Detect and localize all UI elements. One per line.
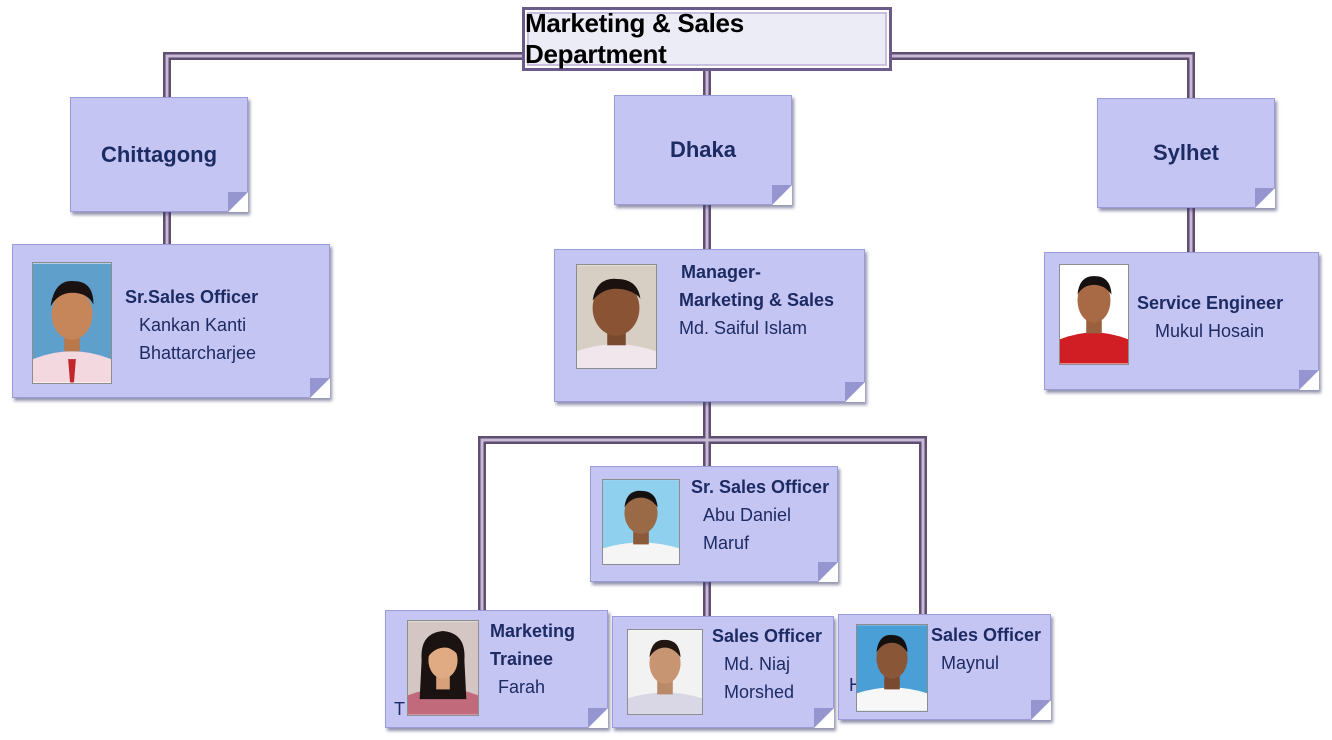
staff-card-sylhet-engineer: Service Engineer Mukul Hosain	[1044, 252, 1319, 390]
staff-role: Service Engineer	[1137, 293, 1284, 313]
staff-role-line2: Trainee	[490, 649, 554, 669]
staff-name: Md. Saiful Islam	[679, 318, 808, 338]
page-fold	[845, 382, 865, 402]
staff-role-line2: Marketing & Sales	[679, 290, 835, 310]
page-fold	[228, 192, 248, 212]
staff-photo	[32, 262, 112, 384]
person-photo-icon	[577, 265, 656, 368]
person-photo-icon	[628, 630, 702, 714]
branch-dhaka: Dhaka	[614, 95, 792, 205]
page-fold	[310, 378, 330, 398]
staff-name-line2: Maruf	[703, 533, 750, 553]
person-photo-icon	[603, 480, 679, 564]
staff-card-marketing-trainee: T Marketing Trainee Farah	[385, 610, 608, 728]
staff-text: Sr. Sales Officer Abu Daniel Maruf	[691, 473, 829, 557]
department-title-box: Marketing & Sales Department	[522, 7, 892, 71]
staff-card-chittagong-officer: Sr.Sales Officer Kankan Kanti Bhattarcha…	[12, 244, 330, 398]
staff-role: Sales Officer	[931, 625, 1042, 645]
staff-role: Sr. Sales Officer	[691, 477, 830, 497]
staff-photo	[602, 479, 680, 565]
staff-name-line2: Morshed	[724, 682, 795, 702]
page-fold	[1299, 370, 1319, 390]
staff-card-sales-officer-niaj: Sales Officer Md. Niaj Morshed	[612, 616, 834, 728]
staff-card-sales-officer-maynul: H Sales Officer Maynul	[838, 614, 1051, 720]
person-photo-icon	[1060, 265, 1128, 364]
staff-text: Sr.Sales Officer Kankan Kanti Bhattarcha…	[125, 283, 258, 367]
staff-name-line2: Bhattarcharjee	[139, 343, 257, 363]
staff-role-line1: Marketing	[490, 621, 576, 641]
branch-label-chittagong: Chittagong	[100, 141, 218, 167]
person-photo-icon	[857, 625, 927, 711]
staff-name-line1: Kankan Kanti	[139, 315, 247, 335]
branch-label-dhaka: Dhaka	[669, 137, 737, 162]
branch-sylhet: Sylhet	[1097, 98, 1275, 208]
stray-letter: T	[394, 699, 405, 719]
page-fold	[1031, 700, 1051, 720]
person-photo-icon	[408, 621, 478, 715]
staff-photo	[1059, 264, 1129, 365]
staff-role: Sales Officer	[712, 626, 823, 646]
staff-photo	[856, 624, 928, 712]
staff-name-line1: Abu Daniel	[703, 505, 792, 525]
page-fold	[772, 185, 792, 205]
staff-photo	[407, 620, 479, 716]
staff-name-line1: Md. Niaj	[724, 654, 791, 674]
branch-chittagong: Chittagong	[70, 97, 248, 212]
staff-card-dhaka-manager: Manager- Marketing & Sales Md. Saiful Is…	[554, 249, 865, 402]
staff-text: Sales Officer Maynul	[931, 621, 1041, 677]
staff-name: Farah	[498, 677, 546, 697]
staff-name: Maynul	[941, 653, 1000, 673]
page-fold	[818, 562, 838, 582]
staff-name: Mukul Hosain	[1155, 321, 1265, 341]
staff-role: Sr.Sales Officer	[125, 287, 259, 307]
page-fold	[588, 708, 608, 728]
staff-text: Sales Officer Md. Niaj Morshed	[712, 622, 822, 706]
person-photo-icon	[33, 263, 111, 383]
branch-label-sylhet: Sylhet	[1152, 140, 1220, 165]
staff-text: Service Engineer Mukul Hosain	[1137, 289, 1283, 345]
staff-card-dhaka-sr-officer: Sr. Sales Officer Abu Daniel Maruf	[590, 466, 838, 582]
page-fold	[814, 708, 834, 728]
staff-text: Manager- Marketing & Sales Md. Saiful Is…	[679, 258, 834, 342]
staff-photo	[627, 629, 703, 715]
page-fold	[1255, 188, 1275, 208]
staff-photo	[576, 264, 657, 369]
staff-role-line1: Manager-	[681, 262, 762, 282]
staff-text: Marketing Trainee Farah	[490, 617, 575, 701]
department-title: Marketing & Sales Department	[525, 8, 744, 69]
